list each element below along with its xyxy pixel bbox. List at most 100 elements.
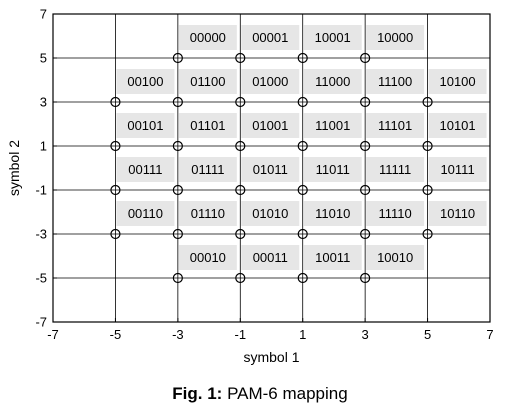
y-tick-label: 1 <box>40 139 47 154</box>
code-label: 00111 <box>128 162 162 177</box>
code-label-bg <box>428 113 487 138</box>
data-point <box>172 52 183 64</box>
code-label: 01000 <box>252 74 288 89</box>
x-tick-label: 7 <box>486 327 493 342</box>
code-label: 11000 <box>315 74 350 89</box>
code-label: 11101 <box>378 118 412 133</box>
data-point <box>172 184 183 196</box>
code-label: 00000 <box>190 30 226 45</box>
x-tick-label: 5 <box>424 327 431 342</box>
code-label-bg <box>303 157 362 182</box>
code-label: 10010 <box>377 250 413 265</box>
data-point <box>297 52 308 64</box>
data-point <box>235 184 246 196</box>
data-point <box>172 272 183 284</box>
code-label-bg <box>241 245 300 270</box>
code-label-bg <box>241 157 300 182</box>
data-point <box>235 140 246 152</box>
data-point <box>297 228 308 240</box>
code-label: 10101 <box>439 118 475 133</box>
data-point <box>297 140 308 152</box>
code-label: 00110 <box>128 206 163 221</box>
data-point <box>110 184 121 196</box>
x-axis-label: symbol 1 <box>243 349 299 365</box>
code-label-bg <box>241 113 300 138</box>
data-point <box>235 228 246 240</box>
data-point <box>110 96 121 108</box>
data-point <box>360 52 371 64</box>
code-label: 00101 <box>127 118 163 133</box>
data-point <box>235 272 246 284</box>
code-label: 11011 <box>316 162 350 177</box>
data-point <box>235 52 246 64</box>
data-point <box>360 272 371 284</box>
code-label: 11010 <box>315 206 350 221</box>
code-label-bg <box>428 157 487 182</box>
code-label-bg <box>116 69 175 94</box>
x-tick-label: 1 <box>299 327 306 342</box>
data-point <box>422 184 433 196</box>
data-point <box>172 96 183 108</box>
code-label-bg <box>303 25 362 50</box>
data-point <box>172 140 183 152</box>
caption-prefix: Fig. 1: <box>172 384 223 403</box>
code-label: 00010 <box>190 250 226 265</box>
code-label-bg <box>178 113 237 138</box>
y-tick-label: -7 <box>35 315 47 330</box>
code-label-bg <box>178 69 237 94</box>
data-point <box>360 96 371 108</box>
code-label: 10000 <box>377 30 413 45</box>
x-tick-label: -1 <box>235 327 247 342</box>
code-label-bg <box>116 113 175 138</box>
code-label-bg <box>178 245 237 270</box>
code-label-bg <box>241 25 300 50</box>
data-point <box>297 96 308 108</box>
code-label-bg <box>241 201 300 226</box>
code-label: 01111 <box>191 162 224 177</box>
data-point <box>360 140 371 152</box>
data-point <box>297 184 308 196</box>
y-tick-label: 7 <box>40 7 47 22</box>
axes-frame <box>52 13 491 323</box>
code-label: 01010 <box>252 206 288 221</box>
y-tick-label: -5 <box>35 271 47 286</box>
code-label: 10111 <box>440 162 474 177</box>
data-point <box>172 228 183 240</box>
y-axis-label: symbol 2 <box>6 140 22 196</box>
code-label-bg <box>303 69 362 94</box>
data-point <box>110 228 121 240</box>
code-label: 00100 <box>127 74 163 89</box>
code-label-bg <box>178 25 237 50</box>
code-label-bg <box>366 25 425 50</box>
x-tick-label: 3 <box>362 327 369 342</box>
data-point <box>297 272 308 284</box>
y-tick-label: -3 <box>35 227 47 242</box>
code-label: 10011 <box>315 250 350 265</box>
code-label: 01100 <box>190 74 225 89</box>
code-label-bg <box>116 201 175 226</box>
code-label-bg <box>428 69 487 94</box>
y-tick-label: 3 <box>40 95 47 110</box>
code-label: 00001 <box>252 30 288 45</box>
data-point <box>360 228 371 240</box>
data-point <box>110 140 121 152</box>
figure-caption: Fig. 1: PAM-6 mapping <box>0 384 520 404</box>
code-label-bg <box>428 201 487 226</box>
y-tick-label: 5 <box>40 51 47 66</box>
x-tick-label: -7 <box>47 327 59 342</box>
code-label-bg <box>366 69 425 94</box>
code-label: 10110 <box>440 206 475 221</box>
code-label: 10001 <box>315 30 351 45</box>
code-label-bg <box>366 201 425 226</box>
code-label: 01110 <box>191 206 225 221</box>
code-label-bg <box>303 245 362 270</box>
y-tick-label: -1 <box>35 183 47 198</box>
code-label: 01011 <box>253 162 288 177</box>
code-label-bg <box>241 69 300 94</box>
data-point <box>422 228 433 240</box>
code-label: 11100 <box>378 74 412 89</box>
data-point <box>422 96 433 108</box>
x-tick-label: -3 <box>172 327 184 342</box>
code-label: 00011 <box>253 250 288 265</box>
